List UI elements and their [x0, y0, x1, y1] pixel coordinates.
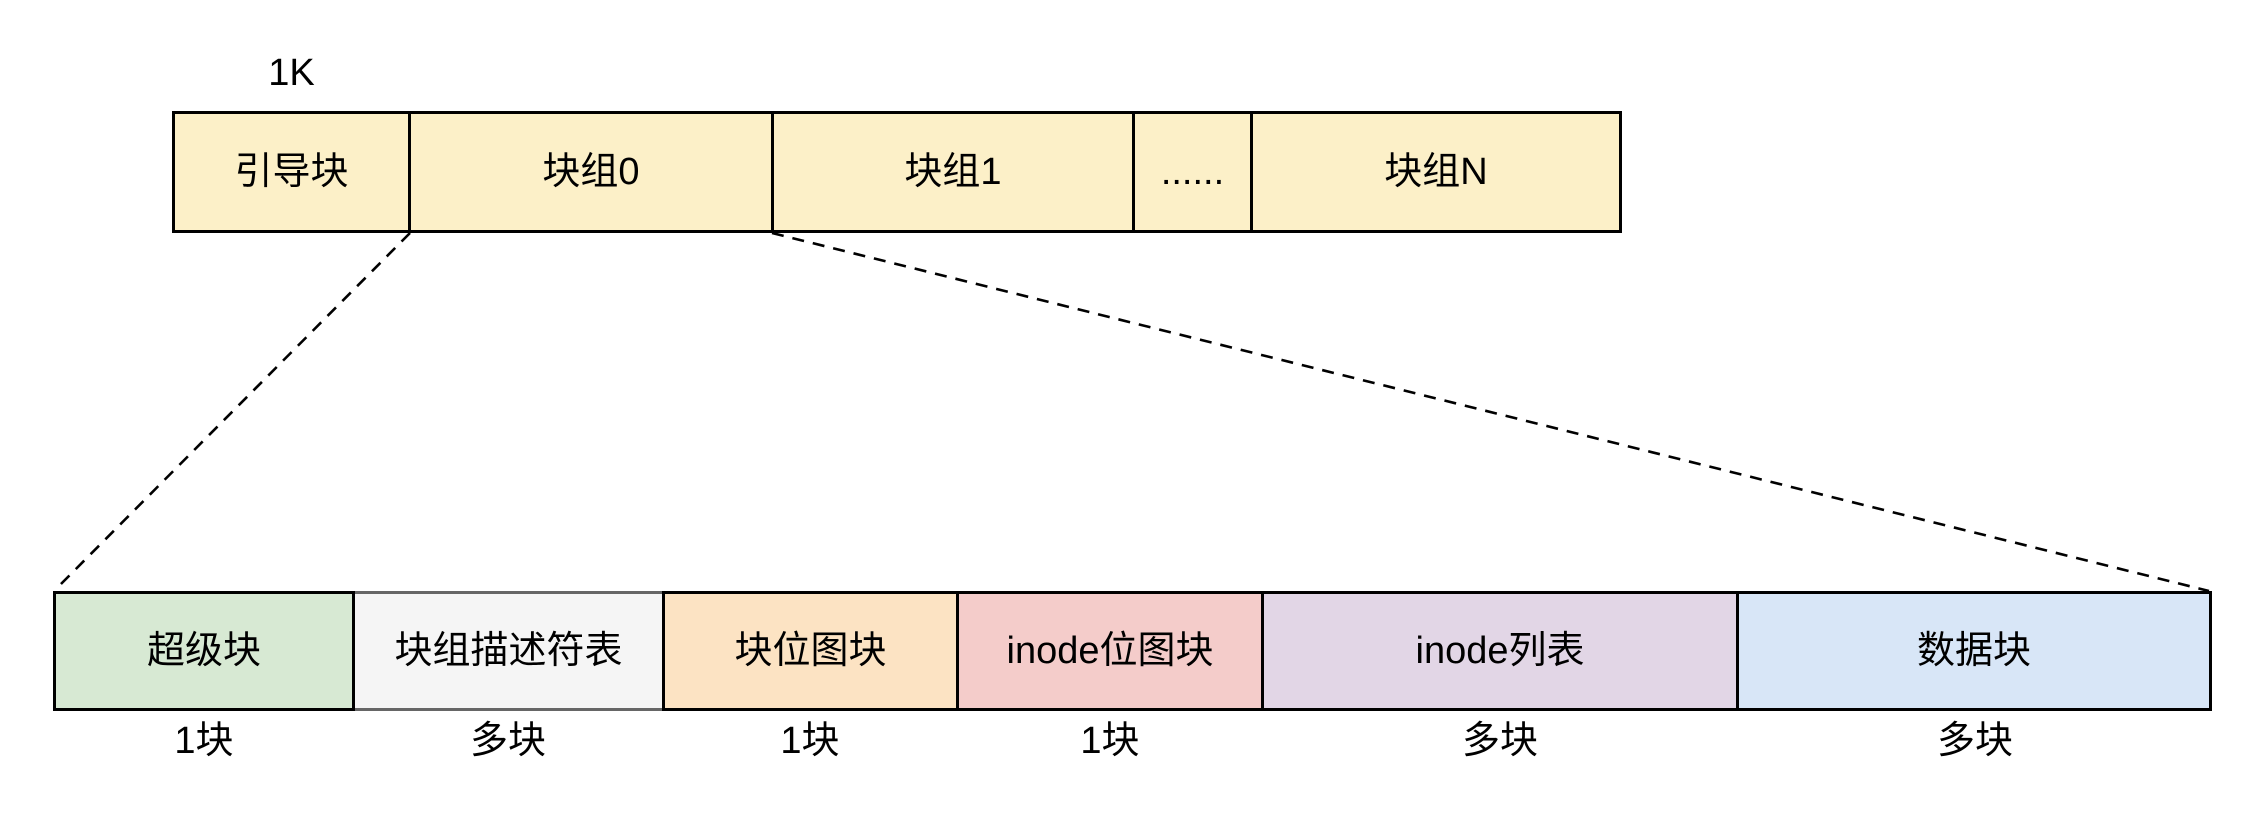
caption-block-bitmap-count: 1块	[780, 720, 840, 762]
connector-dashed-right	[771, 231, 2210, 593]
block-group-ellipsis: ......	[1132, 111, 1253, 233]
block-super: 超级块	[53, 591, 355, 711]
inode-table: inode列表	[1261, 591, 1739, 711]
caption-inode-table-count: 多块	[1461, 720, 1538, 762]
block-group-n: 块组N	[1250, 111, 1622, 233]
block-group-0: 块组0	[408, 111, 774, 233]
data-blocks: 数据块	[1736, 591, 2212, 711]
block-group-1: 块组1	[771, 111, 1135, 233]
caption-super-block-count: 1块	[174, 720, 234, 762]
inode-bitmap: inode位图块	[956, 591, 1264, 711]
connector-dashed-left	[54, 232, 411, 591]
caption-descriptor-table-count: 多块	[469, 720, 546, 762]
caption-data-blocks-count: 多块	[1936, 720, 2013, 762]
block-boot: 引导块	[172, 111, 411, 233]
boot-block-size-label: 1K	[268, 52, 315, 94]
block-group-descriptor-table: 块组描述符表	[352, 591, 665, 711]
caption-inode-bitmap-count: 1块	[1080, 720, 1140, 762]
block-bitmap: 块位图块	[662, 591, 959, 711]
